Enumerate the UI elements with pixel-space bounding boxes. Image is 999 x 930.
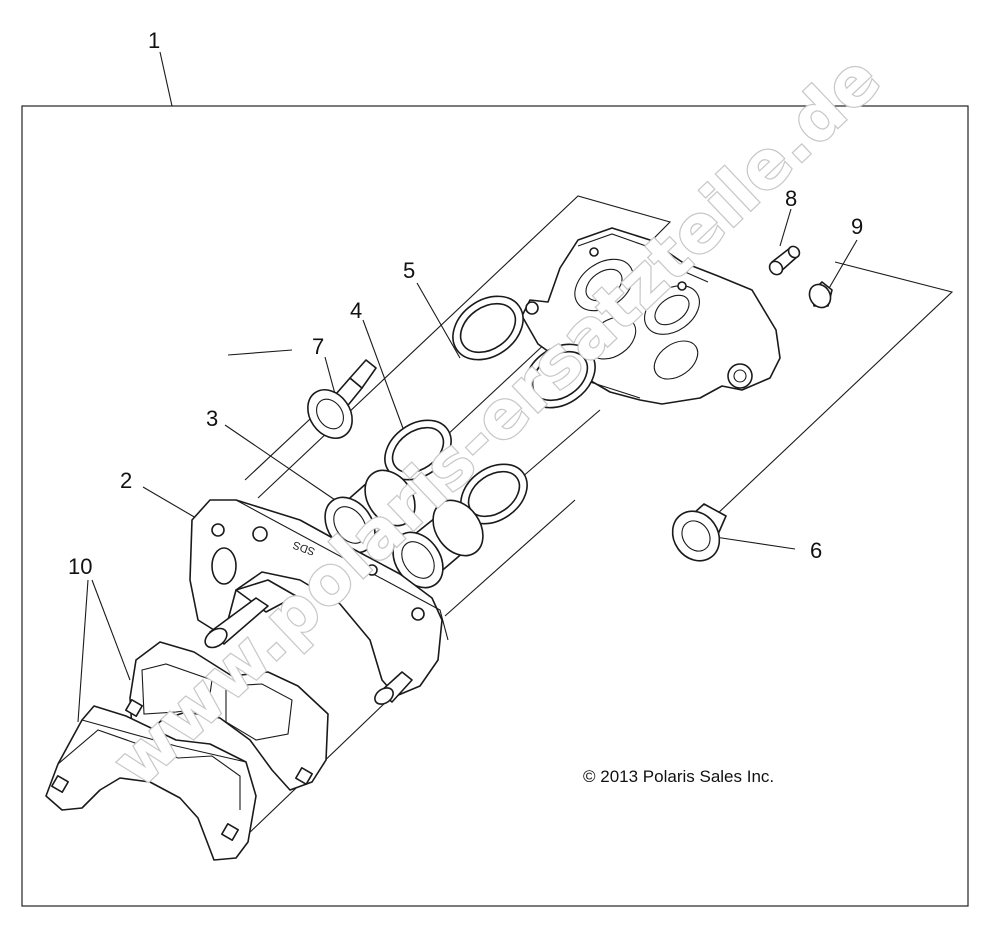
callout-7: 7: [312, 334, 324, 359]
bleeder-cap: [808, 281, 833, 309]
copyright-notice: © 2013 Polaris Sales Inc.: [583, 767, 774, 786]
caliper-bracket: SDS: [189, 499, 449, 705]
leader-8: [779, 208, 792, 247]
piston-seals-inner: [384, 419, 528, 525]
callout-4: 4: [350, 298, 362, 323]
leader-lines: [77, 208, 858, 723]
slide-pin-boot: [307, 359, 377, 439]
assembly-frame: [21, 105, 969, 907]
leader-4: [362, 319, 405, 432]
bleeder-screw: [768, 245, 801, 276]
callout-numbers: 1 2 3 4 5 6 7 8 9 10: [68, 28, 863, 579]
callout-8: 8: [785, 186, 797, 211]
callout-10: 10: [68, 554, 92, 579]
pin-boot: [671, 503, 727, 562]
leader-9: [827, 239, 858, 291]
leader-2: [142, 486, 197, 519]
leader-6: [714, 536, 796, 550]
leader-3: [224, 424, 339, 503]
piston-seals-outer: [452, 295, 596, 409]
callout-3: 3: [206, 406, 218, 431]
callout-5: 5: [403, 258, 415, 283]
leader-1: [159, 51, 173, 107]
callout-1: 1: [148, 28, 160, 53]
callout-6: 6: [810, 538, 822, 563]
leader-5: [416, 282, 461, 359]
leader-10a: [77, 579, 89, 723]
callout-2: 2: [120, 468, 132, 493]
callout-9: 9: [851, 214, 863, 239]
caliper-pistons: [324, 469, 484, 589]
leader-10b: [91, 579, 131, 681]
brake-pads: [45, 641, 329, 861]
